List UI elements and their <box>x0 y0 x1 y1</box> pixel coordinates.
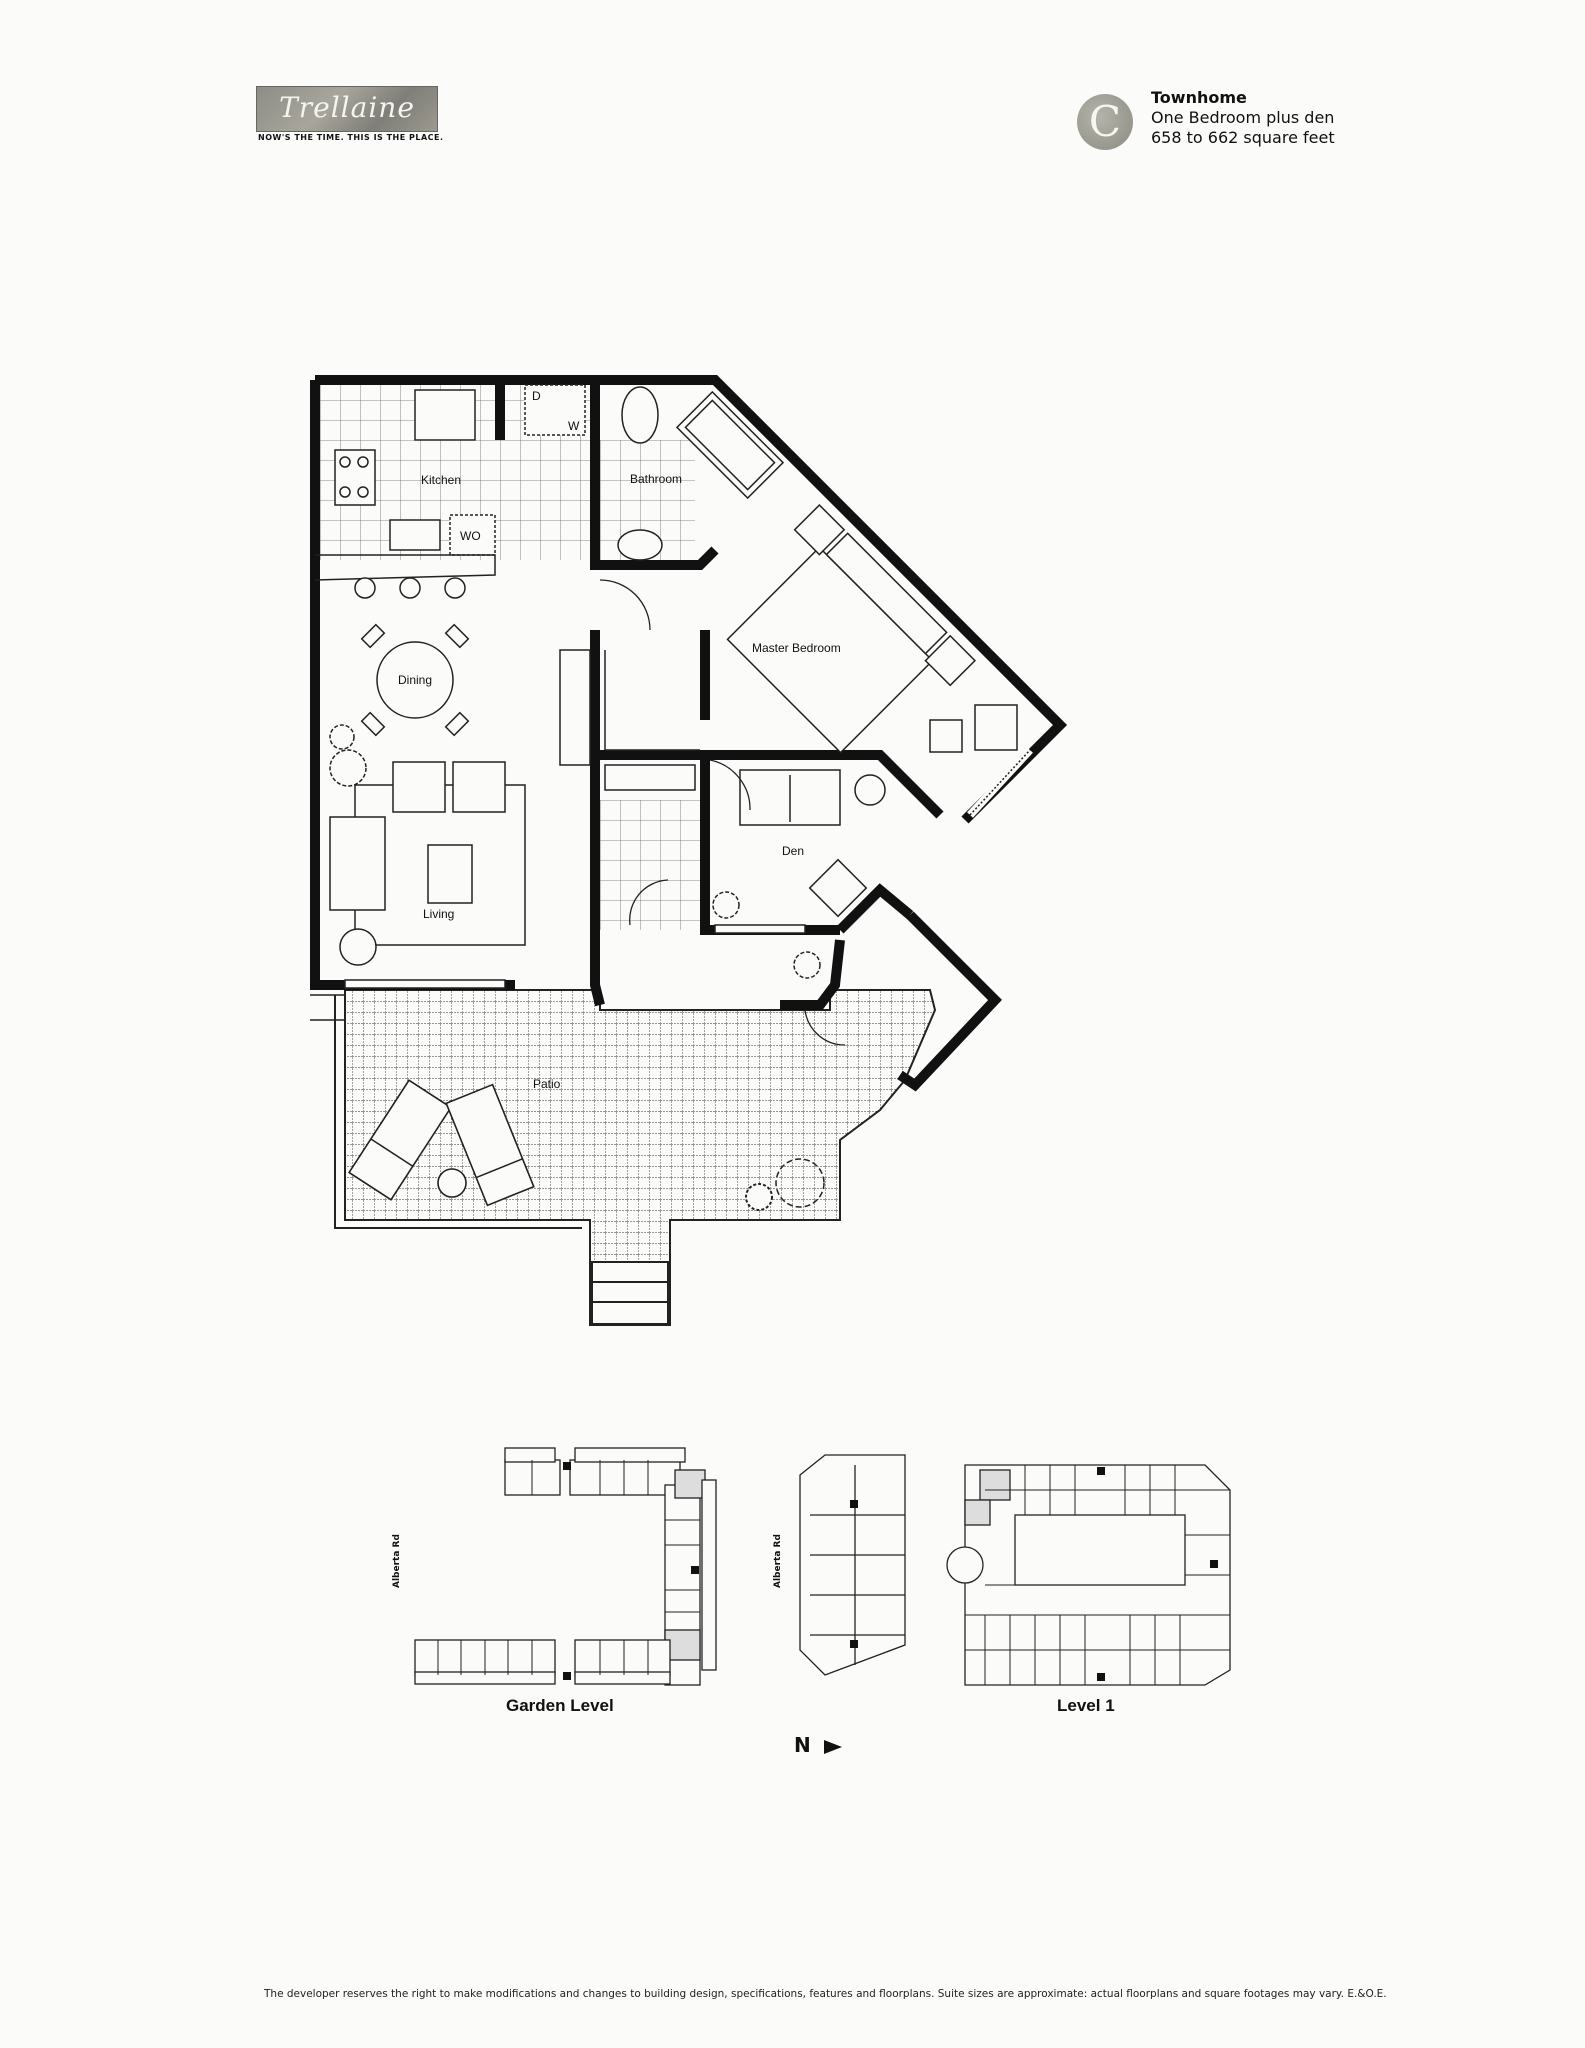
tree-icon <box>775 1158 825 1208</box>
garden-level-label: Garden Level <box>506 1696 614 1715</box>
room-label-bathroom: Bathroom <box>630 472 682 486</box>
living-furniture <box>329 724 526 966</box>
bed-icon <box>726 503 977 754</box>
toilet-icon <box>621 386 659 444</box>
plant-icon <box>745 1183 773 1211</box>
room-label-master-bedroom: Master Bedroom <box>752 641 841 655</box>
north-label: N <box>794 1733 811 1757</box>
unit-description: One Bedroom plus den <box>1151 108 1335 127</box>
walls <box>310 375 1068 1092</box>
unit-info: Townhome One Bedroom plus den 658 to 662… <box>1151 88 1335 148</box>
patio-stairs <box>591 1261 669 1325</box>
arrow-right-icon <box>823 1739 842 1754</box>
north-indicator: N <box>794 1733 842 1757</box>
sink-icon <box>389 519 441 551</box>
armchair <box>974 704 1018 751</box>
road-label-level-1: Alberta Rd <box>773 1534 783 1588</box>
washer-dryer-icon <box>524 384 586 436</box>
site-plan-garden-level <box>405 1440 735 1700</box>
media-console <box>559 649 591 766</box>
side-table <box>437 1168 467 1198</box>
lounge-chair <box>445 1083 535 1207</box>
room-label-dining: Dining <box>398 673 432 687</box>
trellaine-logo: Trellaine <box>256 86 438 132</box>
den-furniture <box>712 769 886 979</box>
site-plan-level-1 <box>785 1445 1255 1695</box>
logo-tagline: NOW'S THE TIME. THIS IS THE PLACE. <box>258 133 444 142</box>
level-1-label: Level 1 <box>1057 1696 1115 1715</box>
fridge-icon <box>414 389 476 441</box>
unit-area: 658 to 662 square feet <box>1151 128 1335 147</box>
logo-wordmark: Trellaine <box>279 91 415 124</box>
ottoman <box>929 719 963 753</box>
bathroom-fixtures <box>617 386 785 561</box>
dining-table <box>360 623 470 737</box>
level-1-map <box>799 1454 1231 1686</box>
bathroom-sink-icon <box>617 529 663 561</box>
room-label-living: Living <box>423 907 454 921</box>
room-label-patio: Patio <box>533 1077 561 1091</box>
bathtub-icon <box>675 390 785 500</box>
unit-type: Townhome <box>1151 88 1247 107</box>
room-label-den: Den <box>782 844 804 858</box>
road-label-garden: Alberta Rd <box>392 1534 402 1588</box>
garden-level-map <box>414 1447 717 1686</box>
floorplan: Patio WO D W Kitchen <box>310 375 1068 1326</box>
door-swings <box>599 579 846 1046</box>
washer-label: W <box>568 419 580 433</box>
kitchen-fixtures <box>314 384 586 599</box>
windows <box>344 747 1033 989</box>
dryer-label: D <box>532 389 541 403</box>
patio-area: Patio <box>310 989 937 1326</box>
unit-letter: C <box>1088 97 1122 146</box>
disclaimer: The developer reserves the right to make… <box>264 1988 1387 2000</box>
lounge-chair <box>347 1079 453 1201</box>
unit-type-badge: C <box>1077 94 1133 150</box>
room-label-kitchen: Kitchen <box>421 473 461 487</box>
closet <box>604 650 700 791</box>
dishwasher-label: WO <box>460 529 481 543</box>
